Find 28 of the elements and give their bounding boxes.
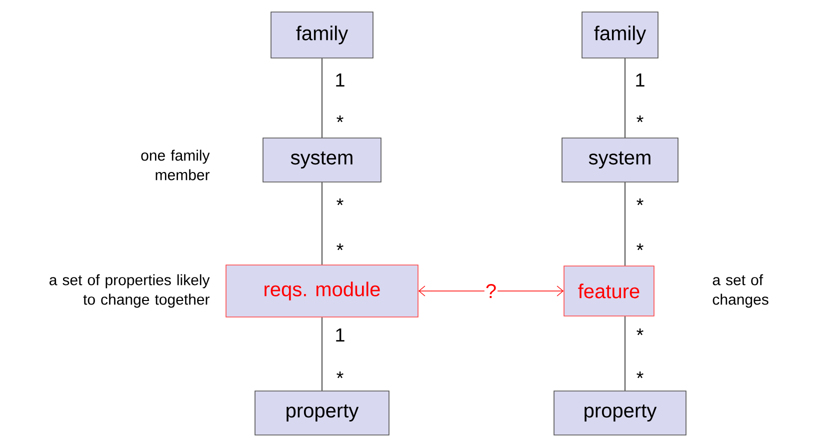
multiplicity: * bbox=[636, 371, 644, 378]
multiplicity: * bbox=[336, 243, 344, 250]
multiplicity: * bbox=[636, 243, 644, 250]
module-box: reqs. module bbox=[226, 264, 418, 318]
association-line bbox=[624, 182, 626, 266]
multiplicity: 1 bbox=[636, 73, 644, 87]
multiplicity: * bbox=[336, 115, 344, 122]
class-box: property bbox=[254, 390, 390, 436]
class-box: family bbox=[582, 12, 658, 58]
multiplicity: 1 bbox=[336, 328, 344, 342]
edge-label: ? bbox=[486, 284, 496, 298]
module-box: feature bbox=[564, 266, 654, 316]
multiplicity: * bbox=[336, 371, 344, 378]
double-arrow bbox=[418, 286, 564, 296]
class-box: property bbox=[554, 390, 686, 436]
side-note: a set of properties likely to change together bbox=[50, 274, 210, 308]
class-box: system bbox=[562, 138, 678, 182]
association-line bbox=[624, 316, 626, 391]
multiplicity: * bbox=[636, 115, 644, 122]
multiplicity: * bbox=[336, 198, 344, 206]
multiplicity: * bbox=[636, 328, 644, 336]
side-note: a set of changes bbox=[712, 274, 768, 308]
multiplicity: 1 bbox=[336, 73, 344, 87]
side-note: one family member bbox=[141, 150, 210, 180]
association-line bbox=[624, 58, 626, 138]
class-box: family bbox=[270, 12, 374, 58]
multiplicity: * bbox=[636, 198, 644, 206]
class-box: system bbox=[262, 138, 382, 182]
